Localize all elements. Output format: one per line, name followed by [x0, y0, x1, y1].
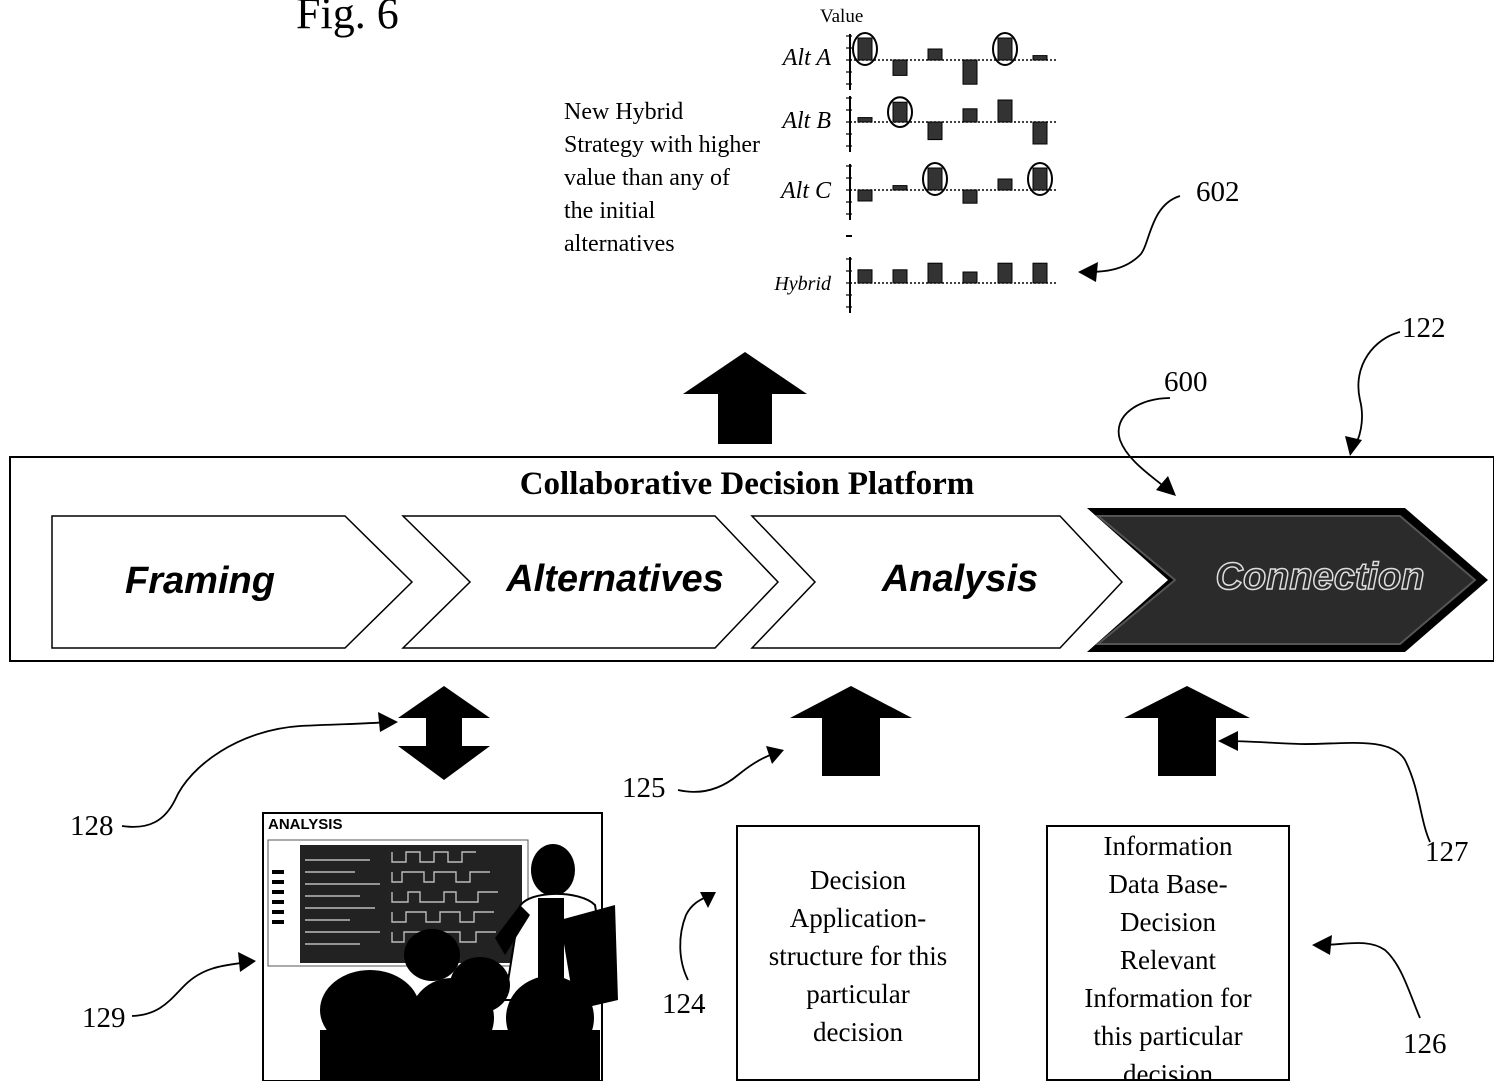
value-axis-label: Value	[820, 6, 864, 27]
ref-127: 127	[1425, 836, 1469, 868]
chart-highlight-circle	[887, 96, 913, 128]
chart-bar	[892, 185, 908, 191]
info-db-line: decision	[1123, 1059, 1213, 1081]
chart-bar	[892, 269, 908, 284]
chart-bar	[962, 271, 978, 284]
value-chart	[846, 32, 1056, 313]
chart-bar	[892, 101, 908, 123]
up-arrow-analysis	[790, 686, 912, 776]
decision-application-box: Decision Application- structure for this…	[736, 825, 980, 1081]
row-label-alt-c: Alt C	[780, 178, 831, 204]
ref-600: 600	[1164, 366, 1208, 398]
stage-label-framing: Framing	[125, 560, 275, 602]
decision-app-line: Decision	[810, 865, 906, 895]
stage-chevron-alternatives	[401, 515, 780, 649]
arrowhead-600	[1156, 476, 1176, 496]
chart-bar	[962, 108, 978, 123]
decision-app-line: Application-	[789, 903, 927, 933]
stage-chevron-connection-inner	[1095, 515, 1477, 645]
ref-124: 124	[662, 988, 706, 1020]
leader-602	[1087, 195, 1181, 273]
leader-600	[1117, 397, 1171, 491]
row-label-alt-b: Alt B	[782, 108, 831, 134]
arrowhead-124	[700, 892, 716, 908]
chart-bar	[857, 269, 873, 284]
ref-125: 125	[622, 772, 666, 804]
chart-bar	[857, 189, 873, 202]
info-db-line: Information for	[1084, 983, 1252, 1013]
chart-highlight-circle	[852, 32, 878, 66]
row-label-hybrid: Hybrid	[774, 273, 831, 295]
ref-126: 126	[1403, 1028, 1447, 1060]
arrowhead-602	[1078, 262, 1098, 282]
stage-chevron-framing	[51, 515, 414, 649]
decision-app-line: structure for this	[768, 941, 948, 971]
ref-128: 128	[70, 810, 114, 842]
chart-bar	[927, 167, 943, 191]
decision-app-line: particular	[806, 979, 910, 1009]
row-label-alt-a: Alt A	[782, 45, 831, 71]
leader-122	[1351, 331, 1401, 451]
information-database-box: Information Data Base- Decision Relevant…	[1046, 825, 1290, 1081]
stage-label-alternatives: Alternatives	[506, 558, 724, 600]
chart-bar	[1032, 121, 1048, 145]
analysis-screen-picture	[262, 812, 618, 1081]
platform-title: Collaborative Decision Platform	[519, 466, 975, 502]
info-db-line: this particular	[1093, 1021, 1243, 1051]
info-db-line: Relevant	[1120, 945, 1216, 975]
up-arrow-connection	[1124, 686, 1250, 776]
chart-bar	[997, 262, 1013, 284]
leader-125	[677, 751, 779, 793]
chart-bar	[857, 37, 873, 61]
arrowhead-126	[1312, 935, 1332, 955]
hybrid-strategy-note: New Hybrid Strategy with higher value th…	[564, 99, 760, 257]
arrowhead-122	[1345, 436, 1362, 456]
stage-label-connection: Connection	[1215, 555, 1425, 599]
arrowhead-125	[766, 746, 784, 764]
figure-title: Fig. 6	[296, 0, 399, 38]
chart-bar	[1032, 262, 1048, 284]
stage-label-analysis: Analysis	[881, 558, 1039, 600]
arrowhead-129	[238, 952, 256, 972]
ref-122: 122	[1402, 312, 1446, 344]
leader-128	[121, 721, 389, 828]
chart-highlight-circle	[922, 162, 948, 196]
analysis-screen-title: ANALYSIS	[268, 816, 343, 833]
chart-bar	[927, 262, 943, 284]
up-arrow-to-chart	[683, 352, 807, 444]
stage-chevron-analysis	[750, 515, 1124, 649]
chart-bar	[997, 178, 1013, 191]
chart-bar	[1032, 55, 1048, 61]
chart-bar	[997, 99, 1013, 123]
chart-bar	[1032, 167, 1048, 191]
info-db-line: Information	[1103, 831, 1233, 861]
double-arrow-framing	[398, 686, 490, 780]
chart-bar	[927, 121, 943, 141]
info-db-line: Data Base-	[1108, 869, 1228, 899]
leader-126	[1319, 942, 1421, 1019]
chart-bar	[857, 117, 873, 123]
arrowhead-128	[378, 712, 398, 732]
chart-bar	[962, 189, 978, 204]
info-db-line: Decision	[1120, 907, 1216, 937]
ref-129: 129	[82, 1002, 126, 1034]
ref-602: 602	[1196, 176, 1240, 208]
leader-127	[1224, 740, 1431, 843]
chart-bar	[892, 59, 908, 76]
arrowhead-127	[1218, 731, 1238, 751]
decision-app-line: decision	[813, 1017, 903, 1047]
chart-highlight-circle	[992, 32, 1018, 66]
leader-129	[131, 961, 249, 1017]
chart-bar	[962, 59, 978, 85]
chart-bar	[927, 48, 943, 61]
leader-124	[679, 893, 713, 981]
chart-highlight-circle	[1027, 162, 1053, 196]
chart-bar	[997, 37, 1013, 61]
